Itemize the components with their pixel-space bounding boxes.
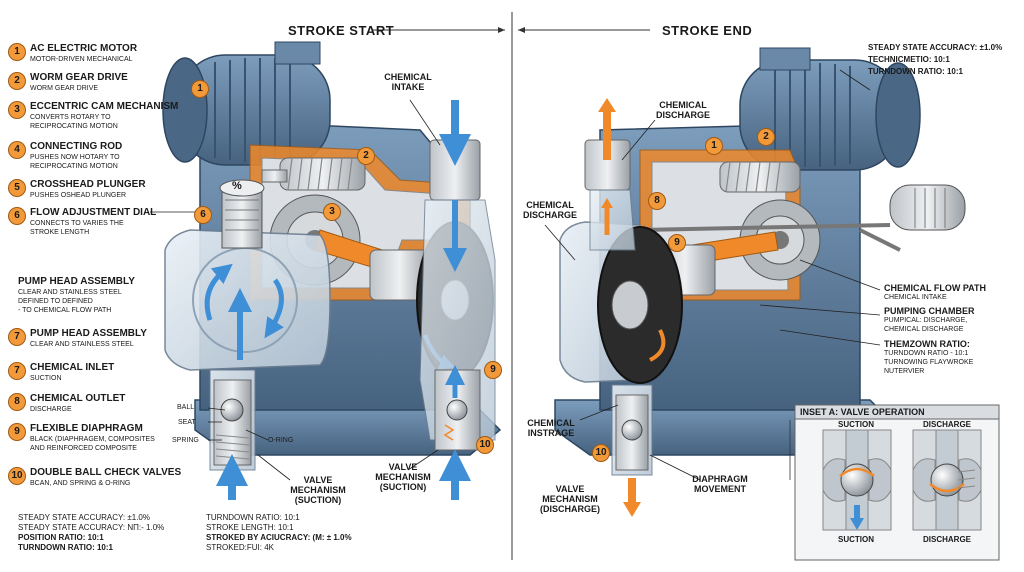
legend-title: AC ELECTRIC MOTOR [30,43,138,54]
stat-top-right-2: TECHNICMETIO: 10:1 [868,55,950,64]
stat-bottom-left-1: STEADY STATE ACCURACY: ±1.0% [18,513,150,522]
legend-title: CROSSHEAD PLUNGER [30,179,146,190]
legend-desc: - TO CHEMICAL FLOW PATH [18,307,112,314]
legend-title: DOUBLE BALL CHECK VALVES [30,467,182,478]
legend-title: CHEMICAL OUTLET [30,393,126,404]
legend-desc: RECIPROCATING MOTION [30,123,118,130]
legend-badge: 6 [8,207,26,225]
legend-desc: MOTOR-DRIVEN MECHANICAL [30,56,133,63]
header-divider [372,12,650,560]
callout-8-right: 8 [648,192,666,210]
legend-desc: BCAN, AND SPRING & O-RING [30,480,131,487]
stat-bottom-left-2: STEADY STATE ACCURACY: NΠ:- 1.0% [18,523,165,532]
legend-badge: 3 [8,101,26,119]
legend-badge: 7 [8,362,26,380]
label-seat: SEAT [178,419,196,426]
label-valve-mechanism-suction-1: VALVE MECHANISM (SUCTION) [290,475,346,505]
callout-10-right: 10 [592,444,610,462]
legend-desc: CLEAR AND STAINLESS STEEL [30,341,134,348]
legend-desc: CONNECTS TO VARIES THE [30,220,124,227]
callout-3-left: 3 [323,203,341,221]
stat-top-right-1: STEADY STATE ACCURACY: ±1.0% [868,43,1003,52]
legend-badge: 8 [8,393,26,411]
left-pump [150,41,502,500]
legend-desc: DISCHARGE [30,406,72,413]
legend-badge: 4 [8,141,26,159]
stroke-start-title: STROKE START [288,23,395,38]
inset-suction-top: SUCTION [838,420,874,429]
callout-1-left: 1 [191,80,209,98]
stat-bottom-left-4: TURNDOWN RATIO: 10:1 [18,543,113,552]
label-chemical-discharge-left: CHEMICAL DISCHARGE [522,200,577,220]
legend-badge: 10 [8,467,26,485]
legend-desc: RECIPROCATING MOTION [30,163,118,170]
stat-bottom-mid-3: STROKED BY ACIUCRACY: (M: ± 1.0% [206,533,352,542]
callout-6-left: 6 [194,206,212,224]
label-chemical-intake: CHEMICAL INTAKE [384,72,432,92]
stat-bottom-mid-2: STROKE LENGTH: 10:1 [206,523,294,532]
legend-title: ECCENTRIC CAM MECHANISM [30,101,179,112]
legend-desc: CLEAR AND STAINLESS STEEL [18,289,122,296]
callout-2-left: 2 [357,147,375,165]
legend-title: CHEMICAL INLET [30,362,115,373]
callout-10-left: 10 [476,436,494,454]
legend-desc: WORM GEAR DRIVE [30,85,99,92]
inset-title: INSET A: VALVE OPERATION [800,407,925,417]
legend-desc: BLACK (DIAPHRAGEM, COMPOSITES [30,436,155,443]
legend-desc: STROKE LENGTH [30,229,90,236]
spec-chemical-flow-path: CHEMICAL FLOW PATH CHEMICAL INTAKE [884,283,986,301]
label-valve-mechanism-suction-2: VALVE MECHANISM (SUCTION) [375,462,431,492]
callout-1-right: 1 [705,137,723,155]
inset-discharge-top: DISCHARGE [923,420,972,429]
legend-desc: PUSHES OSHEAD PLUNGER [30,192,127,199]
callout-9-left: 9 [484,361,502,379]
label-chemical-instrage: CHEMICAL INSTRAGE [527,418,575,438]
stat-bottom-mid-4: STROKED:FUI: 4K [206,543,275,552]
label-spring: SPRING [172,437,199,444]
legend-title: FLEXIBLE DIAPHRAGM [30,423,143,434]
legend-badge: 9 [8,423,26,441]
label-diaphragm-movement: DIAPHRAGM MOVEMENT [692,474,748,494]
legend-badge: 5 [8,179,26,197]
left-motor [162,41,331,166]
spec-pumping-chamber: PUMPING CHAMBER PUMPICAL: DISCHARGE, CHE… [884,306,975,333]
right-pump [544,47,966,517]
legend-desc: PUSHES NOW HOTARY TO [30,154,120,161]
legend-desc: DEFINED TO DEFINED [18,298,93,305]
label-valve-mechanism-discharge: VALVE MECHANISM (DISCHARGE) [540,484,600,514]
stat-top-right-3: TURNDOWN RATIO: 10:1 [868,67,963,76]
legend-title: PUMP HEAD ASSEMBLY [30,328,147,339]
callout-2-right: 2 [757,128,775,146]
legend-desc: AND REINFORCED COMPOSITE [30,445,137,452]
inset-discharge-bottom: DISCHARGE [923,535,972,544]
legend-title: FLOW ADJUSTMENT DIAL [30,207,157,218]
dial-percent-symbol: % [232,180,242,192]
label-ball: BALL [177,404,195,411]
inset-valve-operation [789,404,1000,561]
stat-bottom-mid-1: TURNDOWN RATIO: 10:1 [206,513,300,522]
legend-badge: 7 [8,328,26,346]
label-chemical-discharge-top: CHEMICAL DISCHARGE [655,100,710,120]
spec-themzown-ratio: THEMZOWN RATIO: TURNDOWN RATIO - 10:1 TU… [884,339,974,375]
legend-desc: SUCTION [30,375,62,382]
legend-badge: 1 [8,43,26,61]
callout-9-right: 9 [668,234,686,252]
legend-title: CONNECTING ROD [30,141,123,152]
legend-badge: 2 [8,72,26,90]
legend-desc: CONVERTS ROTARY TO [30,114,111,121]
inset-suction-bottom: SUCTION [838,535,874,544]
stat-bottom-left-3: POSITION RATIO: 10:1 [18,533,104,542]
legend-title: WORM GEAR DRIVE [30,72,128,83]
label-o-ring: O-RING [268,437,294,444]
legend-title: PUMP HEAD ASSEMBLY [18,276,135,287]
stroke-end-title: STROKE END [662,23,753,38]
right-motor [739,47,921,171]
